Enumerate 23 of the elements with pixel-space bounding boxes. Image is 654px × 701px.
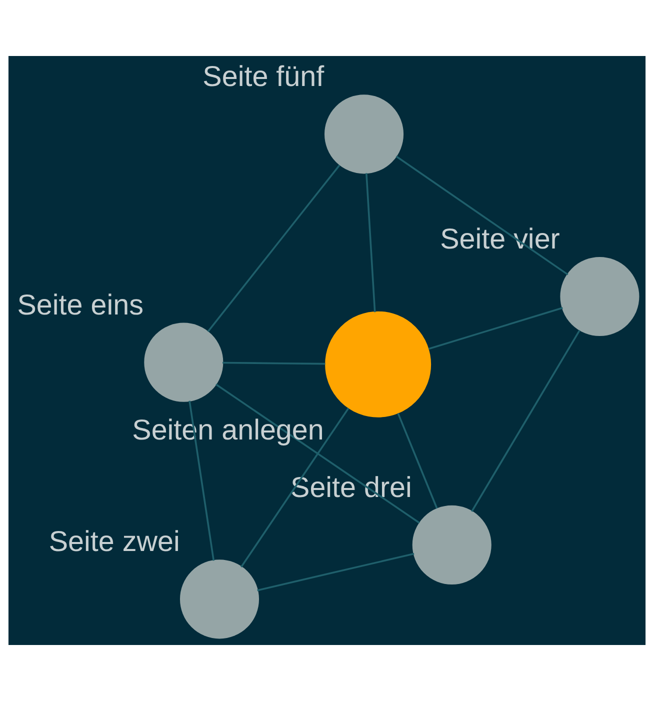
connector <box>397 412 438 509</box>
connector <box>257 552 414 592</box>
connector <box>240 408 350 568</box>
node-circle <box>560 257 640 336</box>
node-label: Seite zwei <box>48 526 180 558</box>
connector <box>207 164 340 332</box>
node-label: Seite drei <box>290 472 412 504</box>
node-label: Seite eins <box>17 289 144 322</box>
node-circle <box>144 322 224 402</box>
connector <box>428 307 563 350</box>
connector <box>396 156 568 276</box>
node-circle <box>324 94 404 174</box>
node-label: Seite vier <box>440 224 560 256</box>
connector <box>216 384 420 524</box>
node-label: Seite fünf <box>202 61 324 94</box>
node-circle <box>325 311 432 418</box>
node-circle <box>412 505 492 584</box>
connector <box>222 362 326 365</box>
connector <box>471 330 580 512</box>
connector <box>366 173 376 312</box>
node-circle <box>180 560 260 639</box>
node-label: Seiten anlegen <box>132 414 324 446</box>
connector <box>188 400 215 561</box>
